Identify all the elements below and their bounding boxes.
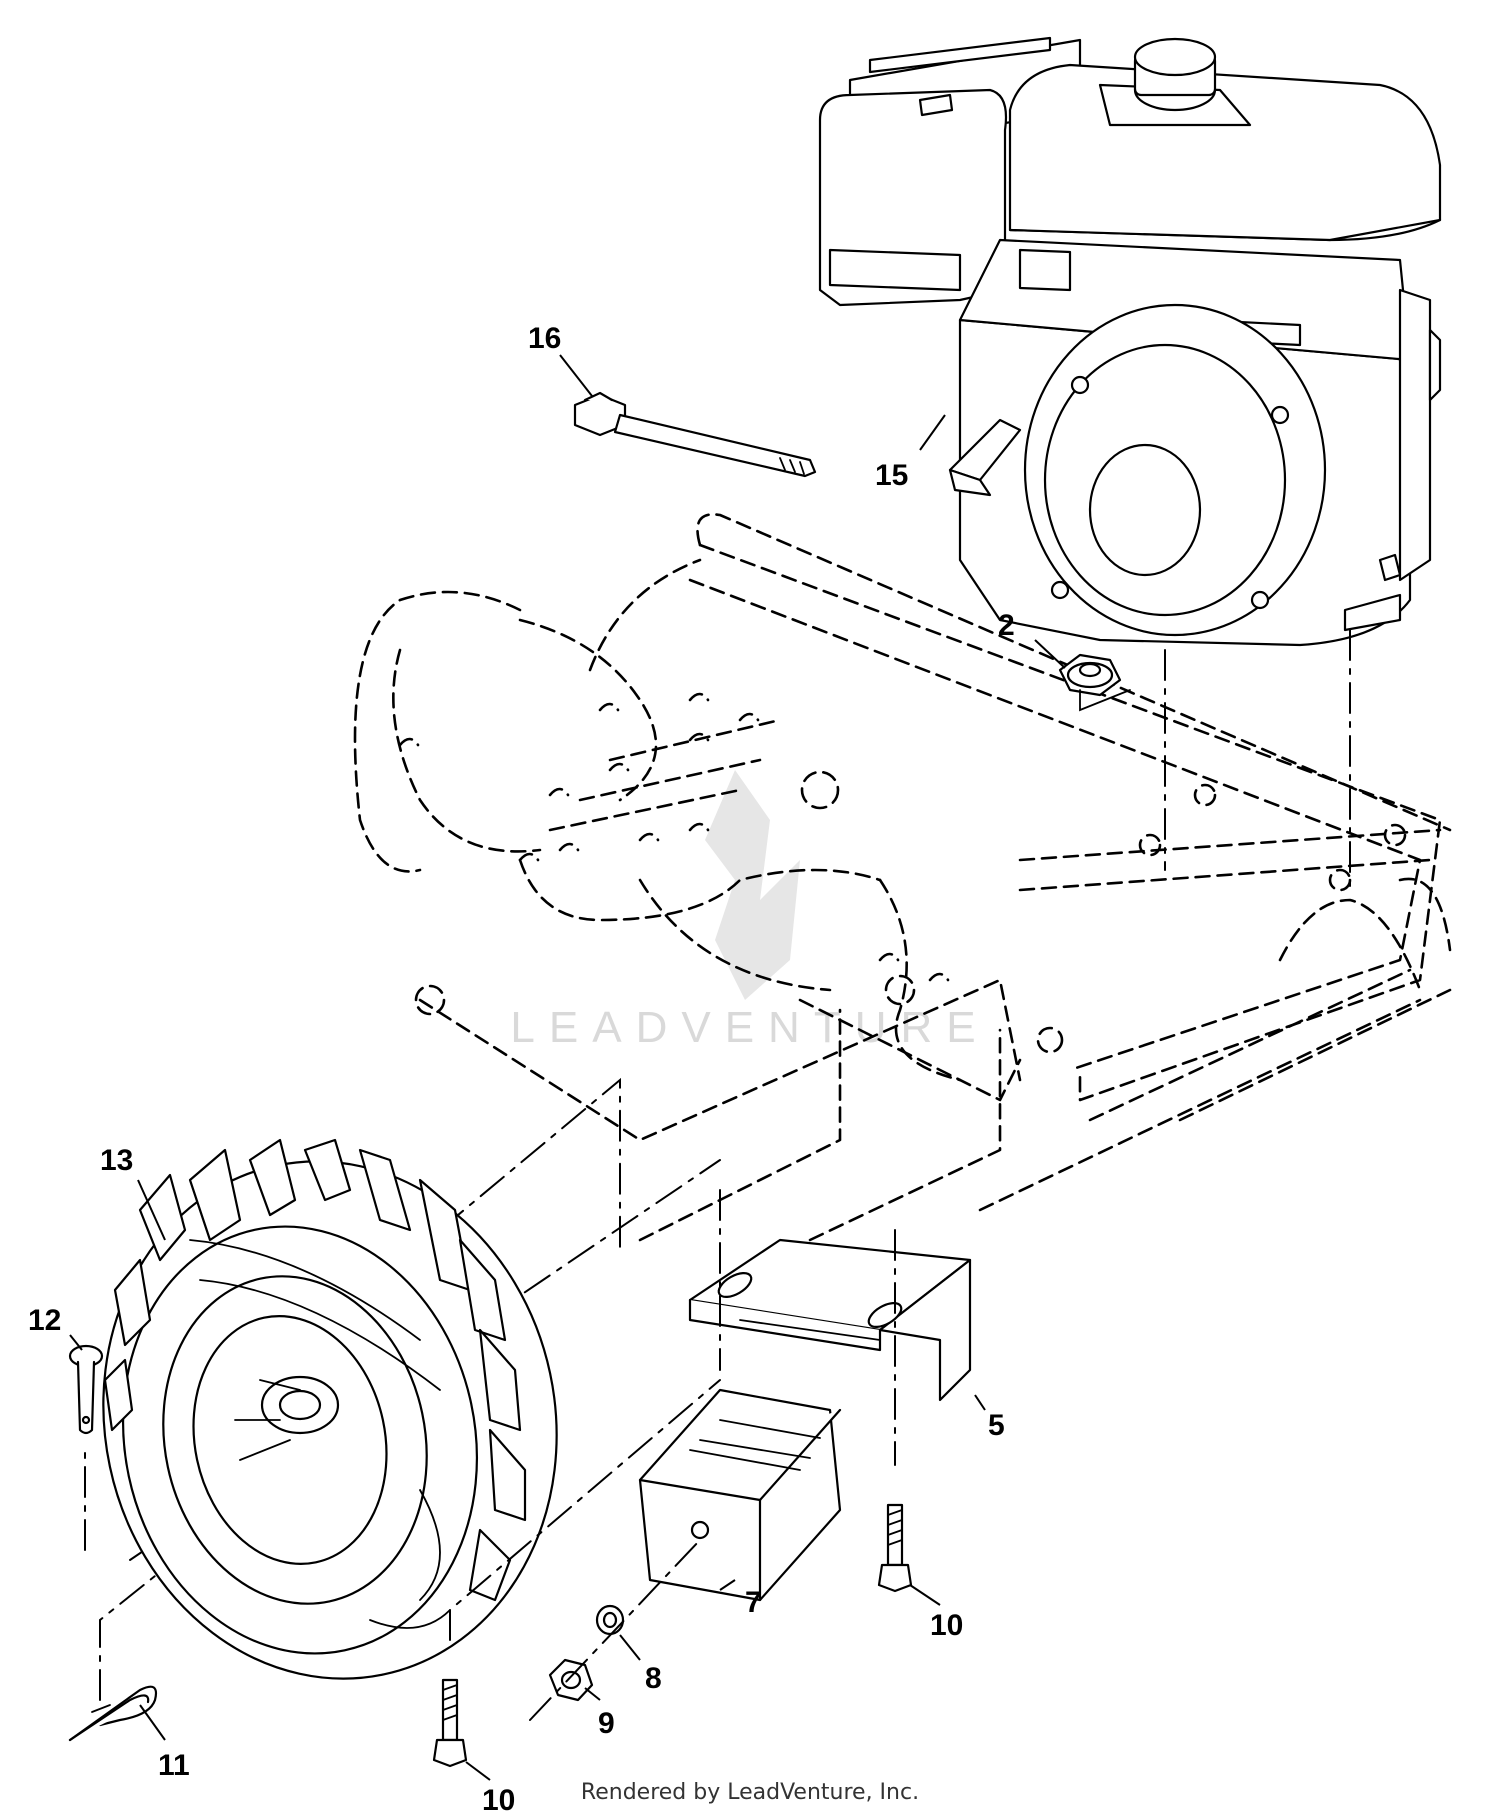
cable-tie xyxy=(573,391,817,478)
callout-8: 8 xyxy=(645,1662,662,1695)
leader-lines xyxy=(69,354,1066,1781)
tines-phantom xyxy=(398,692,950,982)
watermark-text: LEADVENTURE xyxy=(510,1003,989,1052)
weight xyxy=(638,1388,842,1602)
callout-7: 7 xyxy=(745,1586,762,1619)
hex-nut xyxy=(548,1658,594,1702)
callout-9: 9 xyxy=(598,1707,615,1740)
callout-15: 15 xyxy=(875,459,908,492)
footer-credit: Rendered by LeadVenture, Inc. xyxy=(580,1780,920,1805)
callout-2: 2 xyxy=(998,609,1015,642)
watermark-logo-icon xyxy=(705,770,800,1000)
callout-13: 13 xyxy=(100,1144,133,1177)
watermark: LEADVENTURE xyxy=(510,770,989,1052)
callouts: 16 15 2 13 12 11 5 7 8 9 10 10 xyxy=(28,322,1015,1817)
callout-11: 11 xyxy=(158,1749,190,1782)
bolt-left xyxy=(432,1678,468,1768)
callout-10-right: 10 xyxy=(930,1609,963,1642)
flange-nut xyxy=(1058,653,1131,712)
hardware-guides xyxy=(449,1379,721,1721)
engine xyxy=(818,36,1442,647)
tire-wheel-assembly xyxy=(102,1138,558,1680)
callout-10-left: 10 xyxy=(482,1784,515,1817)
washer xyxy=(595,1604,625,1636)
callout-16: 16 xyxy=(528,322,561,355)
clevis-pin xyxy=(68,1344,104,1435)
hairpin-clip xyxy=(68,1685,158,1742)
tiller-frame-phantom xyxy=(353,513,1452,1242)
callout-5: 5 xyxy=(988,1409,1005,1442)
bolt-right xyxy=(877,1503,913,1593)
bracket-guides xyxy=(719,1189,896,1466)
mounting-bracket xyxy=(688,1238,972,1402)
engine-mount-guides xyxy=(1164,629,1351,891)
callout-12: 12 xyxy=(28,1304,61,1337)
